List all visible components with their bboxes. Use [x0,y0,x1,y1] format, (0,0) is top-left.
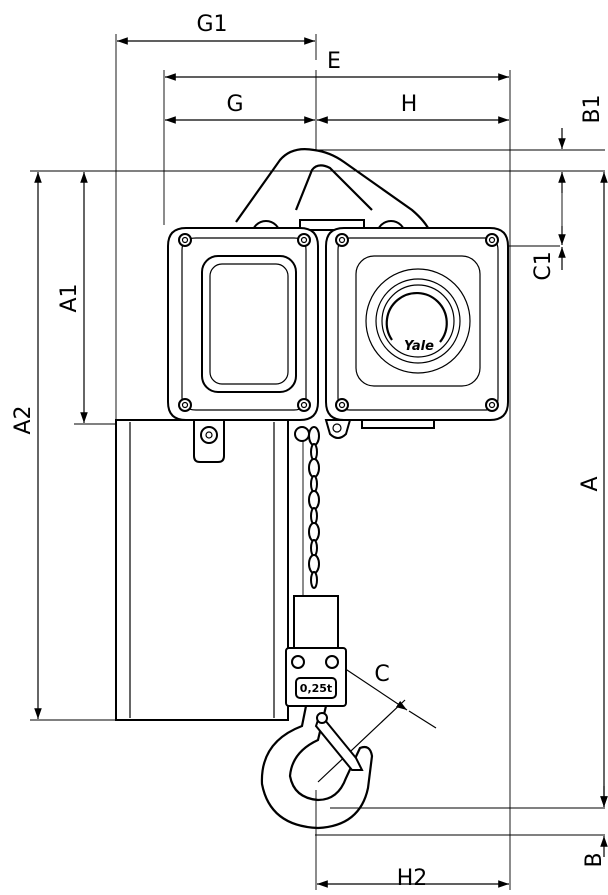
brand-logo: Yale [404,339,434,354]
dimension-lines [34,37,608,888]
hoist-body: Yale [115,148,509,721]
label-g1: G1 [196,12,227,37]
label-b: B [582,852,607,867]
label-h2: H2 [397,866,428,891]
left-window [201,255,297,393]
label-a: A [578,476,603,491]
capacity-label: 0,25t [300,682,332,695]
label-e: E [327,49,341,74]
dimension-labels: G1 E G H H2 A2 A1 A B1 C1 B C [11,12,607,891]
label-b1: B1 [580,94,605,123]
label-a2: A2 [11,405,36,434]
label-h: H [401,92,418,117]
label-c1: C1 [531,251,556,280]
gear-housing [115,419,289,721]
load-chain [302,426,320,596]
cover-screws [178,233,499,412]
label-g: G [226,92,243,117]
right-cover [325,227,509,421]
hook-block: 0,25t [260,595,374,830]
label-c: C [374,662,389,687]
label-a1: A1 [57,283,82,312]
